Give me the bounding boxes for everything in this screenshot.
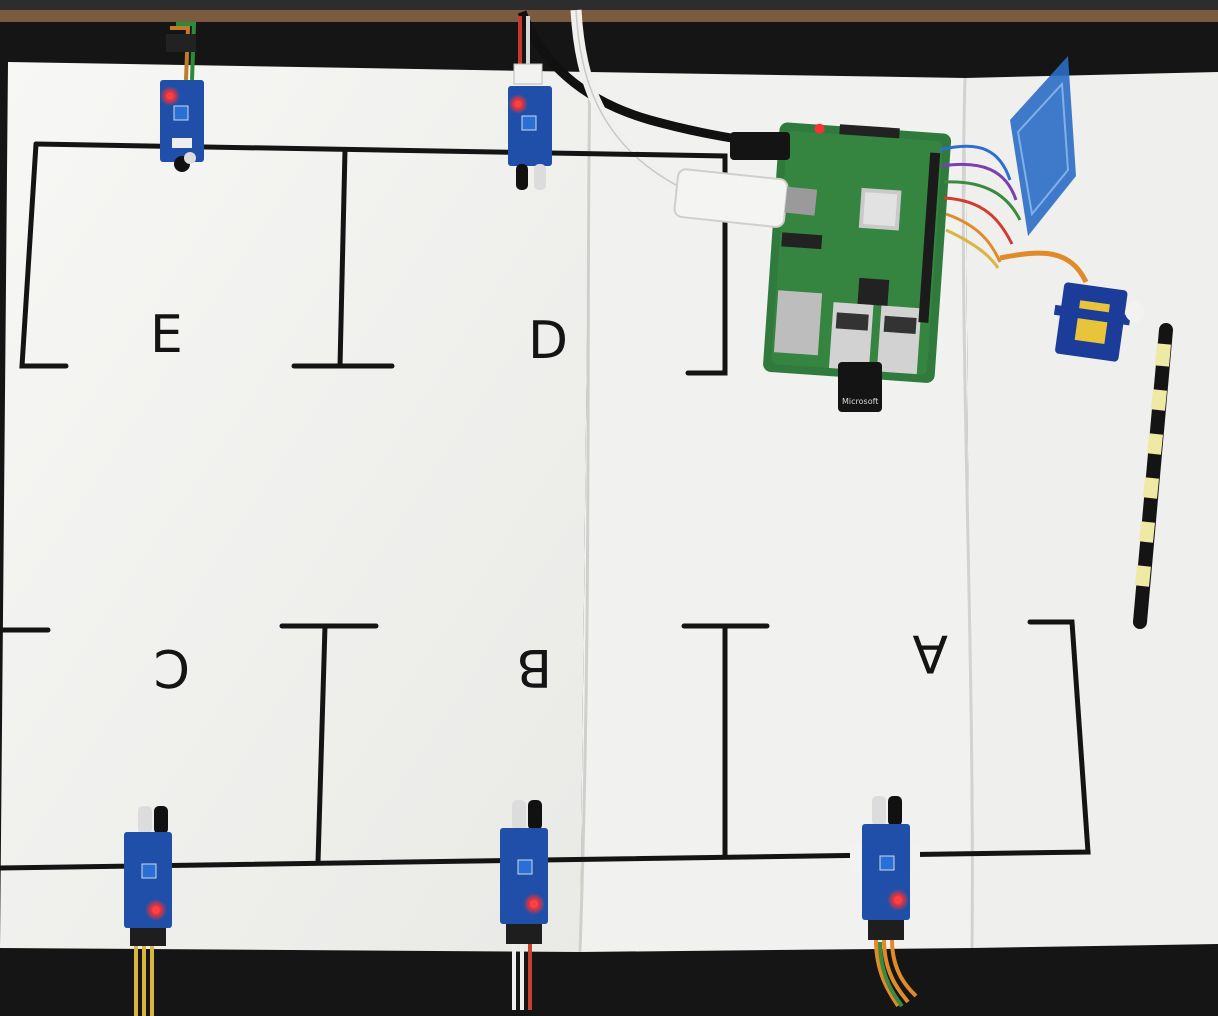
hdmi-plug	[673, 168, 818, 228]
slot-label-c: C	[154, 637, 190, 697]
ir-sensor-slot-b	[500, 800, 548, 1010]
rfid-reader	[1010, 56, 1076, 236]
micro-usb-plug	[730, 132, 790, 160]
slot-label-a: A	[912, 623, 948, 683]
slot-label-b: B	[516, 637, 552, 697]
svg-text:Microsoft: Microsoft	[842, 397, 878, 406]
ir-sensor-slot-d	[508, 16, 552, 190]
slot-label-e: E	[150, 305, 183, 365]
barrier-arm	[1133, 323, 1173, 629]
ir-sensor-slot-c	[124, 806, 172, 1016]
slot-label-d: D	[528, 311, 568, 371]
servo-wires	[999, 250, 1089, 284]
top-parking-lines	[19, 141, 728, 376]
servo-motor	[1053, 282, 1146, 362]
raspberry-pi	[763, 122, 952, 383]
ir-sensor-slot-e	[160, 22, 204, 172]
jumper-wires	[939, 144, 1022, 269]
top-dark-band	[0, 0, 1218, 10]
ir-sensor-slot-a	[850, 796, 920, 1008]
usb-dongle: Microsoft	[838, 362, 882, 412]
